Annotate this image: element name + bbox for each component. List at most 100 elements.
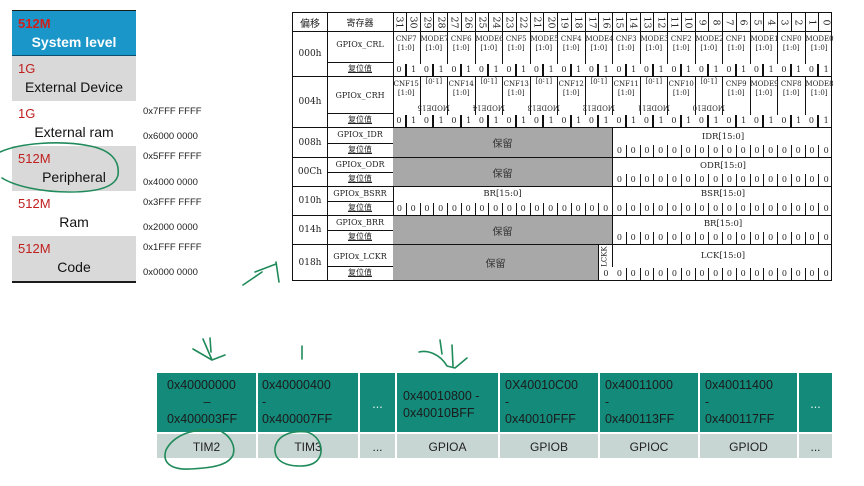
bit-field: MODE7[1:0] <box>421 32 449 64</box>
reset-bit: 0 <box>586 64 600 76</box>
reset-bit: 1 <box>796 65 802 74</box>
bit-field-range: [1:0] <box>617 89 635 97</box>
reset-bit: 0 <box>641 145 655 157</box>
address-range-cell: 0x40011000 - 0x400113FF <box>600 373 700 432</box>
reset-bit: 0 <box>613 174 627 186</box>
reset-bit: 0 <box>558 64 572 76</box>
range-separator: - <box>605 395 610 409</box>
bit-field-name: CNF13 <box>503 80 529 88</box>
reset-value-label: 复位值 <box>327 201 393 215</box>
arrow-annotation <box>242 261 280 286</box>
bit-number: 17 <box>586 15 598 29</box>
bit-field-name: MODE7 <box>420 35 449 43</box>
bit-number-cell: 17 <box>586 13 600 31</box>
bit-number: 3 <box>778 18 790 26</box>
bit-field: CNF0[1:0] <box>778 32 806 64</box>
bit-field: MODE14 [1:0] <box>472 77 505 115</box>
reset-bit: 0 <box>613 115 627 127</box>
register-offset: 008h <box>293 128 328 157</box>
bit-field-range: [1:0] <box>562 44 580 52</box>
ellipsis-cell: ... <box>360 373 397 432</box>
reset-bit: 1 <box>521 116 527 125</box>
reset-bit: 0 <box>668 174 682 186</box>
bit-field-name: CNF9 <box>725 80 747 88</box>
reset-bit: 1 <box>411 65 417 74</box>
reset-bit: 0 <box>434 203 448 215</box>
reset-bit: 0 <box>476 115 490 127</box>
address-label: 0x2000 0000 <box>143 222 198 233</box>
reset-bit: 1 <box>576 65 582 74</box>
reset-bit: 0 <box>421 115 435 127</box>
reset-bit: 1 <box>438 65 444 74</box>
reset-bit: 1 <box>823 65 829 74</box>
address-label: 0x1FFF FFFF <box>143 242 202 253</box>
reset-bit: 0 <box>668 115 682 127</box>
reset-bit: 1 <box>823 116 829 125</box>
down-arrow-annotation <box>418 339 468 369</box>
bit-field-name: CNF8 <box>780 80 802 88</box>
down-arrow-annotation <box>192 337 226 361</box>
bit-number: 18 <box>572 15 584 29</box>
bit-field-range: [1:0] <box>645 44 663 52</box>
bit-field-name: MODE4 <box>585 35 614 43</box>
ellipsis-cell: ... <box>799 373 832 432</box>
bit-number: 4 <box>765 18 777 26</box>
reset-bit: 0 <box>723 174 737 186</box>
bit-field: CNF1[1:0] <box>723 32 751 64</box>
address-range-cell: 0x40010800 - 0x40010BFF <box>397 373 500 432</box>
bit-field: CNF11[1:0] <box>613 77 641 115</box>
register-name: GPIOx_CRH <box>335 91 385 100</box>
bit-field-name: CNF14 <box>448 80 474 88</box>
bit-field-range: [1:0] <box>755 44 773 52</box>
register-offset: 014h <box>293 216 328 244</box>
register-name-cell: GPIOx_BSRR 复位值 <box>327 187 394 215</box>
bit-field-range: [1:0] <box>810 44 828 52</box>
reset-bit: 1 <box>521 65 527 74</box>
bit-field-range: [1:0] <box>810 89 828 97</box>
reset-bit: 0 <box>448 64 462 76</box>
bit-field-name: CNF2 <box>670 35 692 43</box>
reset-bit: 0 <box>682 145 696 157</box>
reset-bit: 0 <box>393 115 407 127</box>
reset-bit: 0 <box>641 115 655 127</box>
bit-number: 12 <box>655 15 667 29</box>
bit-number: 21 <box>531 15 543 29</box>
bit-number-cell: 14 <box>627 13 641 31</box>
memory-block-code: 512M Code <box>12 236 136 281</box>
reset-bit: 0 <box>806 203 820 215</box>
bit-number-cell: 30 <box>407 13 421 31</box>
reset-bit: 0 <box>723 64 737 76</box>
bit-number: 26 <box>462 15 474 29</box>
bit-number-cell: 0 <box>819 13 833 31</box>
peripheral-name: ... <box>799 432 832 458</box>
br-field: BR[15:0] <box>393 187 613 215</box>
bit-field-name: MODE12 <box>582 103 616 112</box>
reset-bit: 0 <box>737 203 751 215</box>
reset-bit: 0 <box>448 115 462 127</box>
block-name: Code <box>57 259 91 275</box>
reset-bit: 1 <box>631 116 637 125</box>
reset-bit: 0 <box>764 174 778 186</box>
reset-bit: 0 <box>668 145 682 157</box>
reset-bit: 0 <box>613 268 627 280</box>
bit-field: CNF15[1:0] <box>393 77 421 115</box>
bit-field-name: MODE8 <box>805 80 834 88</box>
bit-field-name: CNF1 <box>725 35 747 43</box>
range-end: 0x400003FF <box>167 412 238 426</box>
reset-bit: 0 <box>709 232 723 244</box>
reset-bit: 0 <box>682 174 696 186</box>
bit-number: 9 <box>696 18 708 26</box>
address-label: 0x4000 0000 <box>143 177 198 188</box>
register-name-cell: GPIOx_ODR 复位值 <box>327 158 394 186</box>
reset-bit: 1 <box>686 116 692 125</box>
peripheral-name: GPIOA <box>397 432 500 458</box>
reset-bit: 0 <box>709 268 723 280</box>
bit-number: 28 <box>435 15 447 29</box>
reset-bit: 0 <box>792 268 806 280</box>
bit-field-name: MODE6 <box>475 35 504 43</box>
